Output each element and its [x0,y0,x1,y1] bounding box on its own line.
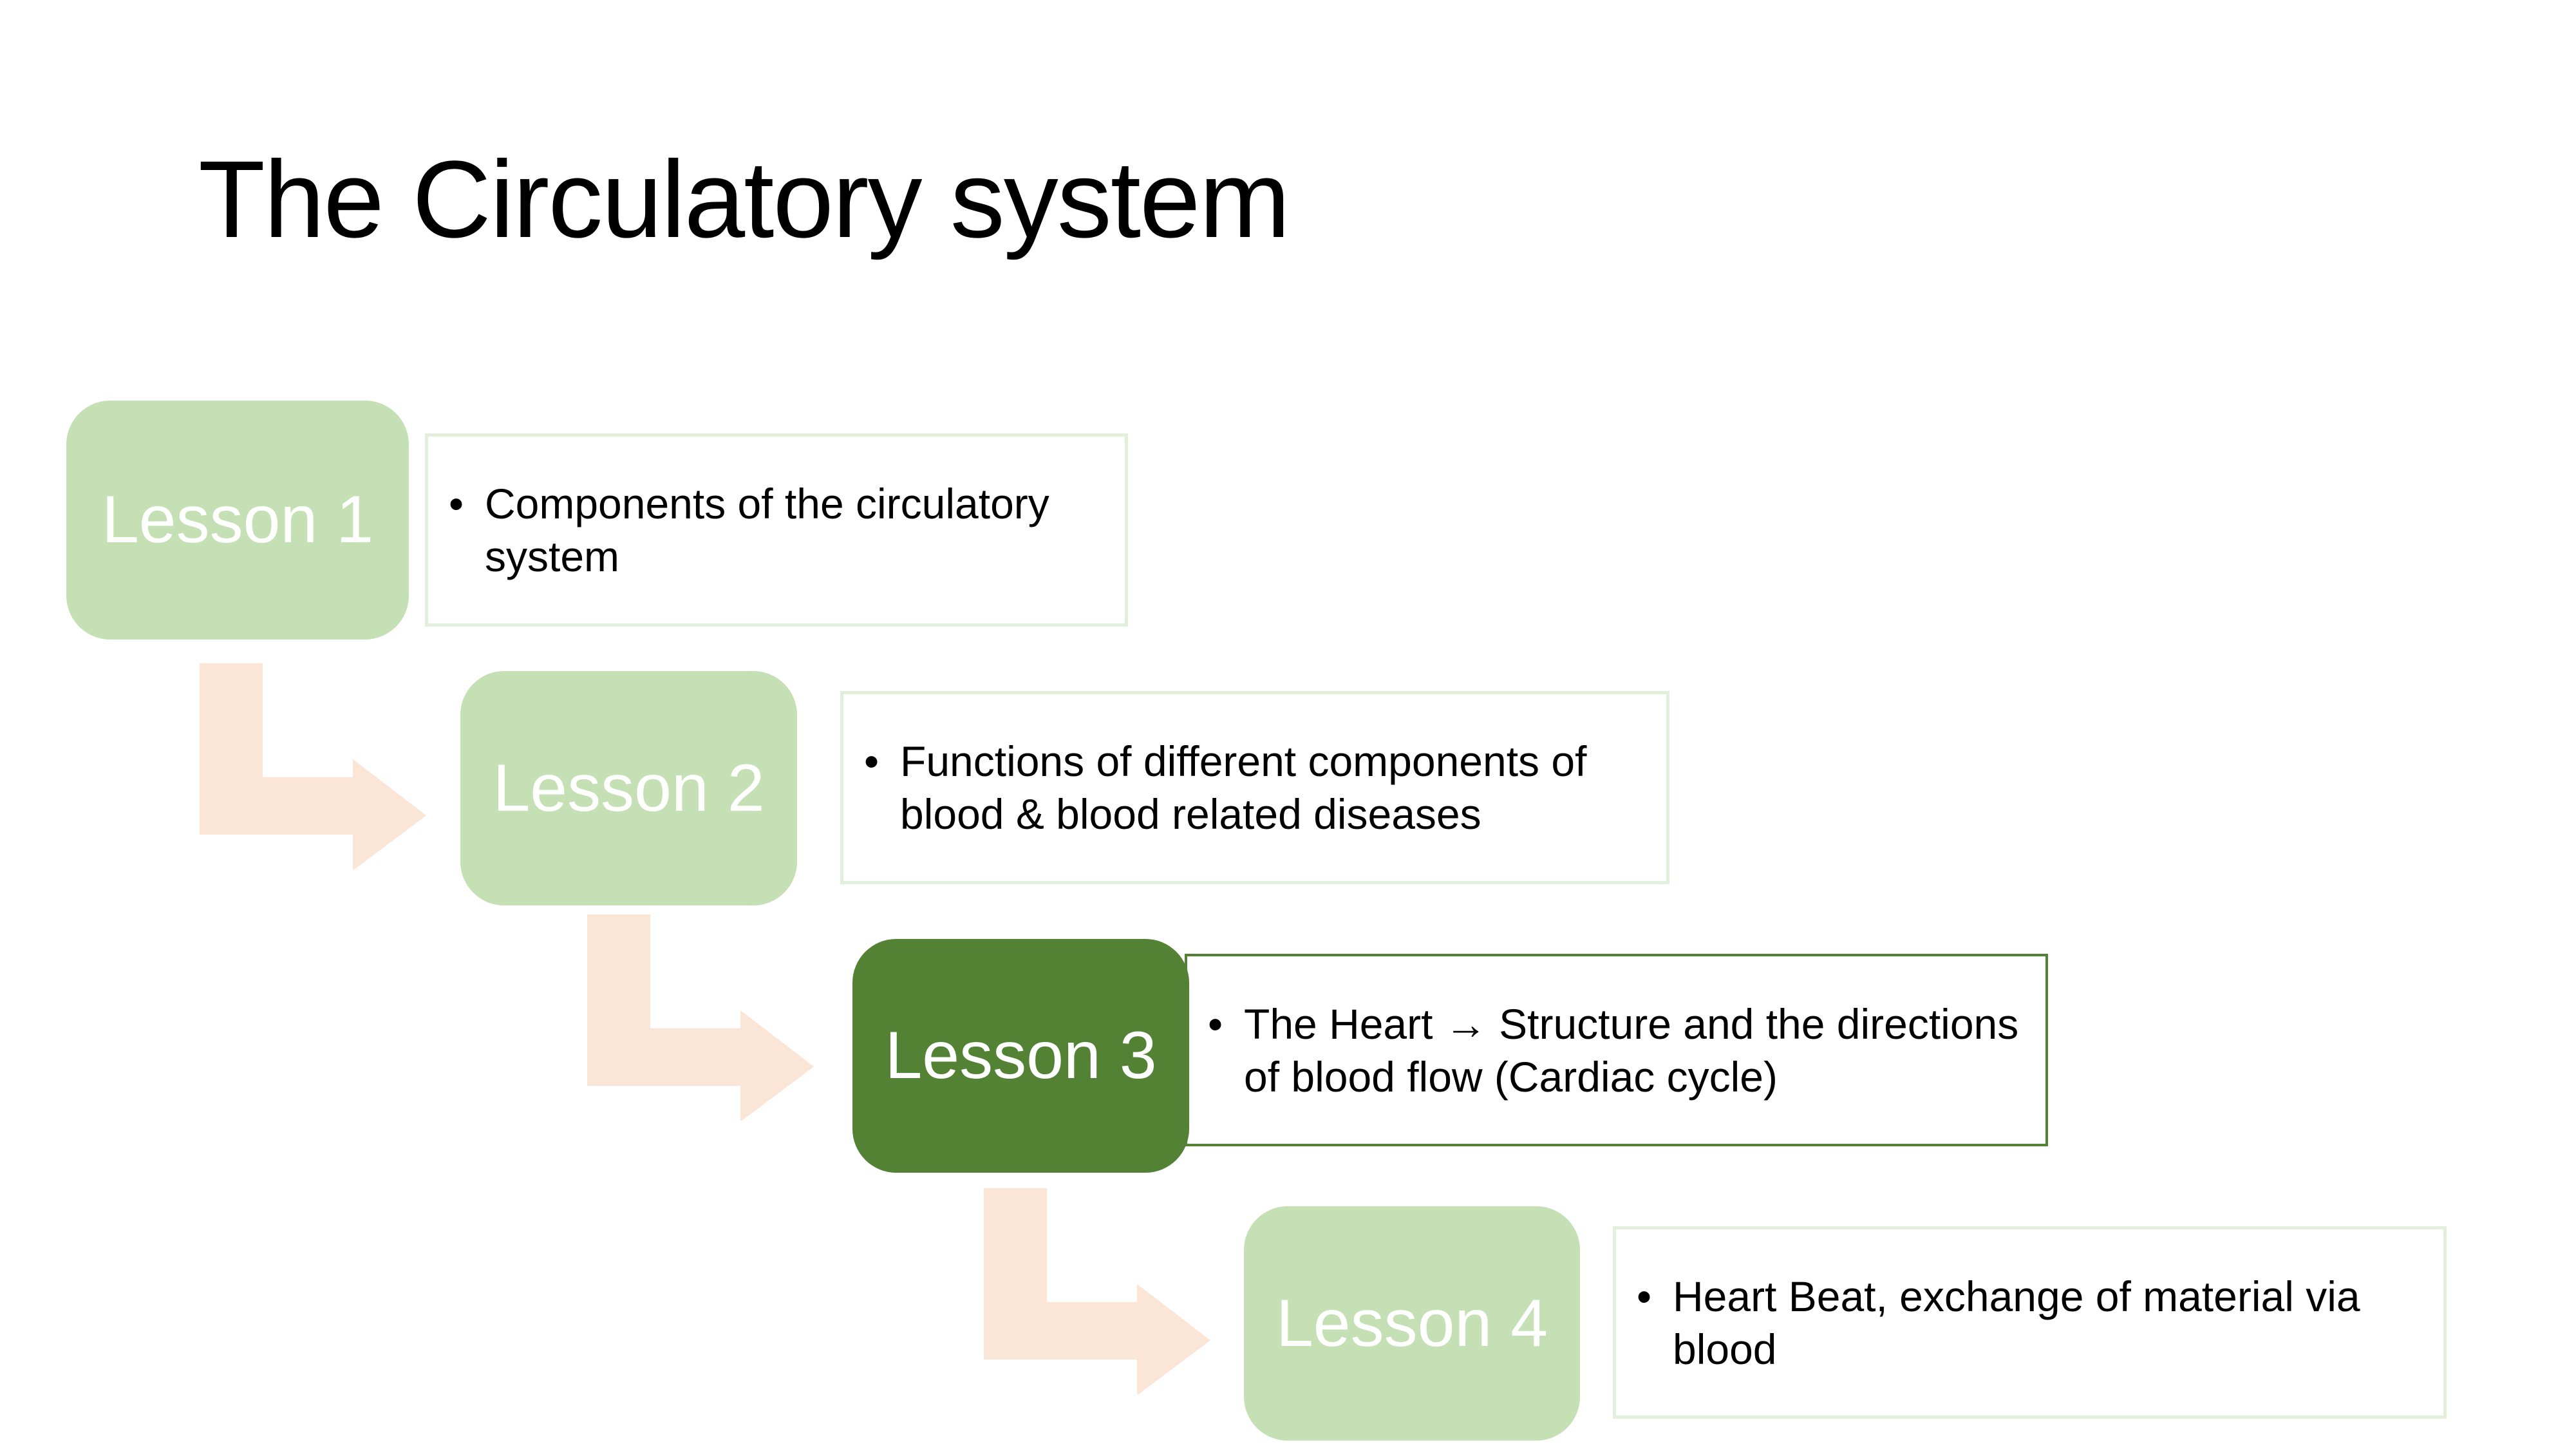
lesson-3-description-box: • The Heart → Structure and the direction… [1185,954,2048,1146]
lesson-3-description: The Heart → Structure and the directions… [1244,999,2019,1101]
lesson-2-description-box: • Functions of different components of bl… [840,691,1669,884]
bullet-icon: • [449,480,464,527]
lesson-3-label: Lesson 3 [885,1018,1157,1093]
lesson-2-label: Lesson 2 [493,750,765,826]
lesson-2-bullet: • Functions of different components of bl… [864,735,1641,840]
lesson-1-description: Components of the circulatory system [485,480,1049,580]
connector-arrow-2-icon [587,914,814,1121]
lesson-1-bullet: • Components of the circulatory system [449,477,1099,583]
lesson-4-bullet: • Heart Beat, exchange of material via bl… [1637,1270,2418,1376]
bullet-icon: • [1208,999,1223,1048]
lesson-1-description-box: • Components of the circulatory system [425,433,1128,627]
lesson-4-description: Heart Beat, exchange of material via blo… [1673,1272,2360,1373]
lesson-3-bullet: • The Heart → Structure and the direction… [1208,998,2020,1103]
lesson-2-description: Functions of different components of blo… [900,737,1587,838]
lesson-1-label: Lesson 1 [101,482,374,557]
lesson-4-card[interactable]: Lesson 4 [1244,1206,1580,1441]
connector-arrow-3-icon [984,1188,1210,1394]
bullet-icon: • [864,737,879,785]
lesson-3-card[interactable]: Lesson 3 [852,939,1189,1173]
lesson-1-card[interactable]: Lesson 1 [66,401,409,639]
lesson-2-card[interactable]: Lesson 2 [460,671,797,905]
slide-title: The Circulatory system [198,138,1290,261]
lesson-4-label: Lesson 4 [1275,1285,1548,1361]
lesson-4-description-box: • Heart Beat, exchange of material via bl… [1613,1226,2447,1419]
connector-arrow-1-icon [200,663,426,869]
bullet-icon: • [1637,1272,1652,1320]
